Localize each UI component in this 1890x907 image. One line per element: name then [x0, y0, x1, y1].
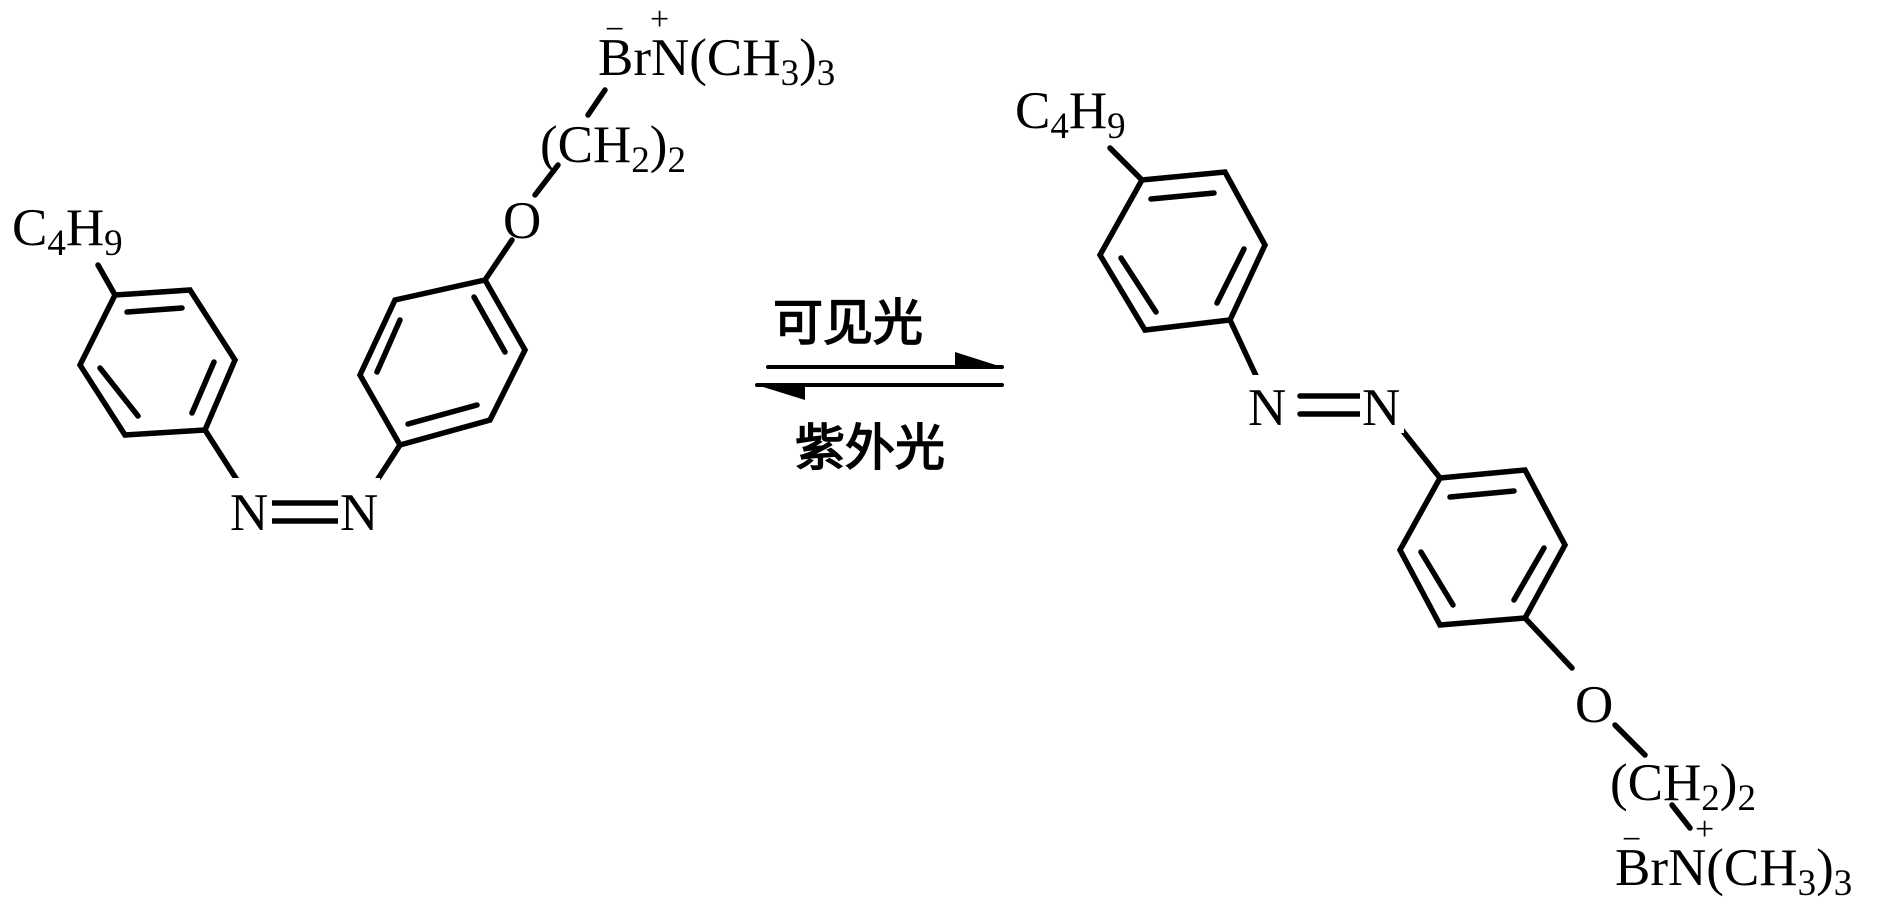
forward-condition-label: 可见光 [773, 294, 923, 352]
left-molecule-ring-phenoxy [356, 276, 529, 449]
right-molecule: C4H9 N N O (CH2)2 BrN(CH3)3 − + [1015, 82, 1852, 904]
right-molecule-ether-oxygen: O [1575, 676, 1613, 734]
left-molecule-ring-butylphenyl [76, 287, 239, 438]
right-molecule-ammonium-label: BrN(CH3)3 [1615, 839, 1852, 904]
right-molecule-azo-n-left: N [1248, 379, 1286, 437]
right-molecule-bond-o-linker [1612, 722, 1648, 758]
left-molecule: C4H9 N N O (CH2)2 BrN(CH3)3 − + [12, 1, 835, 542]
right-molecule-azo-n-right: N [1362, 379, 1400, 437]
left-molecule-anion-charge: − [605, 11, 624, 48]
forward-arrow-head [955, 352, 1002, 367]
right-molecule-cation-charge: + [1695, 811, 1714, 848]
reverse-condition-label: 紫外光 [795, 419, 945, 477]
left-molecule-ether-oxygen: O [503, 192, 541, 250]
left-molecule-bond-ring-o [482, 237, 515, 283]
left-molecule-bond-ring-n [202, 427, 240, 483]
right-molecule-linker-label: (CH2)2 [1610, 754, 1756, 819]
right-molecule-bond-n-ring [1395, 422, 1443, 481]
left-molecule-azo-n-left: N [230, 484, 268, 542]
right-molecule-ring-butylphenyl [1096, 169, 1269, 333]
left-molecule-bond-linker-n [585, 87, 608, 118]
left-molecule-ammonium-label: BrN(CH3)3 [598, 29, 835, 94]
left-molecule-bond-butyl [95, 262, 118, 298]
right-molecule-bond-ring-o [1522, 615, 1575, 671]
left-molecule-linker-label: (CH2)2 [540, 116, 686, 181]
left-molecule-cation-charge: + [650, 1, 669, 38]
right-molecule-bond-ring-n [1227, 317, 1261, 383]
reverse-arrow-head [757, 385, 805, 400]
right-molecule-butyl-label: C4H9 [1015, 82, 1126, 147]
right-molecule-bond-linker-n [1669, 802, 1693, 831]
equilibrium-arrows: 可见光 紫外光 [755, 294, 1004, 477]
right-molecule-ring-phenoxy [1396, 467, 1569, 628]
right-molecule-bond-butyl [1107, 145, 1145, 183]
left-molecule-bond-o-linker [532, 162, 561, 198]
left-molecule-butyl-label: C4H9 [12, 199, 123, 264]
right-molecule-anion-charge: − [1622, 821, 1641, 858]
left-molecule-azo-n-right: N [340, 484, 378, 542]
